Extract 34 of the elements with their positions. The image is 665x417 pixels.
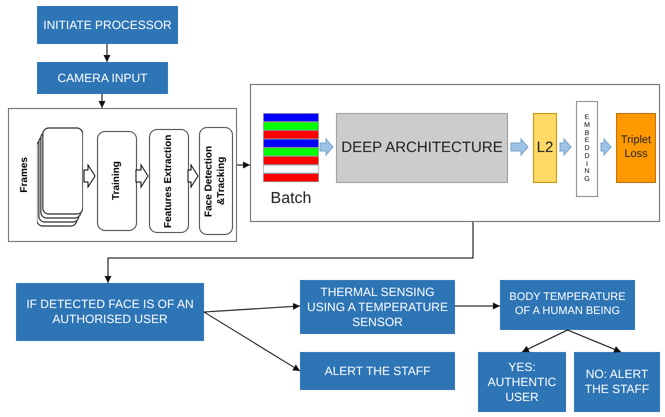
process-box: YES: AUTHENTIC USER: [478, 352, 566, 412]
arrow: [104, 222, 474, 284]
process-box: THERMAL SENSING USING A TEMPERATURE SENSOR: [300, 280, 455, 334]
process-box: INITIATE PROCESSOR: [37, 6, 178, 44]
block-arrow: [136, 163, 149, 189]
process-box: Triplet Loss: [616, 113, 656, 183]
pipeline-panel: [8, 108, 237, 242]
process-box: CAMERA INPUT: [37, 62, 168, 94]
block-arrow: [320, 138, 334, 156]
arrow: [236, 162, 250, 168]
pipeline-panel: [250, 84, 660, 222]
arrow: [204, 302, 300, 312]
process-box: NO: ALERT THE STAFF: [574, 352, 660, 412]
block-arrow: [560, 138, 572, 156]
block-arrow: [510, 138, 529, 156]
block-arrow: [188, 163, 199, 189]
arrow: [567, 330, 622, 353]
process-box: ALERT THE STAFF: [300, 352, 455, 390]
block-arrow: [84, 163, 96, 189]
process-box: DEEP ARCHITECTURE: [336, 113, 508, 183]
batch-label: Batch: [270, 189, 312, 209]
process-box: BODY TEMPERATURE OF A HUMAN BEING: [500, 280, 635, 330]
process-box: L2: [533, 113, 557, 183]
arrow: [454, 302, 500, 310]
process-box: Face Detection &Tracking: [199, 127, 233, 235]
arrow: [98, 94, 106, 108]
frames-label: Frames: [18, 157, 31, 193]
process-box: Training: [97, 131, 137, 231]
block-arrow: [600, 138, 612, 156]
process-box: IF DETECTED FACE IS OF AN AUTHORISED USER: [16, 283, 204, 341]
arrow: [204, 312, 300, 372]
arrow: [522, 330, 568, 352]
arrow: [104, 44, 110, 62]
process-box: Features Extraction: [149, 129, 189, 233]
